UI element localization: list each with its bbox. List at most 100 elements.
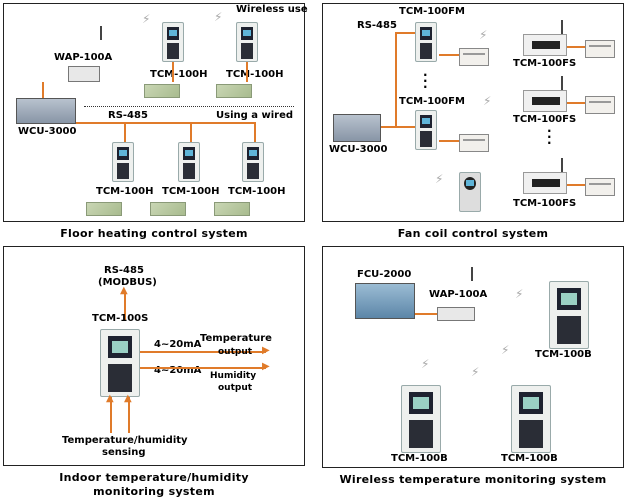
thermostat-icon <box>549 281 589 349</box>
output-label: Temperature <box>200 333 272 344</box>
wireless-signal-icon: ⚡ <box>515 287 524 301</box>
tcm-label: TCM-100H <box>150 69 208 80</box>
connector-line <box>246 62 248 82</box>
thermostat-icon <box>242 142 264 182</box>
arrow-right-icon: ▶ <box>262 361 270 372</box>
rs485-label: RS-485 <box>104 265 144 276</box>
output-label: output <box>218 347 253 357</box>
arrow-up-icon: ▲ <box>106 393 114 404</box>
wcu-label: WCU-3000 <box>18 126 77 137</box>
thermostat-icon <box>162 22 184 62</box>
connector-line <box>439 54 459 56</box>
indoor-monitoring-panel: RS-485 (MODBUS) ▲ TCM-100S 4~20mA ▶ Temp… <box>3 246 305 466</box>
connector-line <box>567 102 585 104</box>
tcm-fs-label: TCM-100FS <box>513 58 577 69</box>
current-label: 4~20mA <box>154 365 202 376</box>
wap-label: WAP-100A <box>429 289 488 300</box>
floor-heating-pad <box>150 202 186 216</box>
connector-line <box>172 62 174 82</box>
indoor-caption-line1: Indoor temperature/humidity <box>59 471 249 484</box>
wired-label: Using a wired <box>216 110 294 121</box>
tcm-label: TCM-100S <box>92 313 149 324</box>
tcm-fm-label: TCM-100FM <box>399 96 465 107</box>
floor-heating-pad <box>216 84 252 98</box>
ellipsis-dots: ··· <box>547 124 552 150</box>
floor-heating-pad <box>86 202 122 216</box>
sensing-label: sensing <box>102 447 146 458</box>
fcu-controller <box>355 283 415 319</box>
rs485-bus <box>76 122 256 124</box>
connector-line <box>42 82 44 98</box>
wireless-wired-divider <box>84 106 294 107</box>
antenna-icon <box>100 26 110 40</box>
connector-line <box>124 122 126 142</box>
modbus-label: (MODBUS) <box>98 277 157 288</box>
rs485-label: RS-485 <box>108 110 148 121</box>
wireless-signal-icon: ⚡ <box>214 10 223 24</box>
rs485-output-line <box>124 291 126 321</box>
humidity-output-line <box>140 367 266 369</box>
ellipsis-dots: ··· <box>423 68 428 94</box>
tcm-label: TCM-100B <box>501 453 558 464</box>
tcm-label: TCM-100H <box>96 186 154 197</box>
sensing-line <box>110 397 112 433</box>
fan-coil-panel: TCM-100FM RS-485 ··· TCM-100FM WCU-3000 … <box>322 3 624 222</box>
thermostat-icon <box>178 142 200 182</box>
tcm-label: TCM-100H <box>162 186 220 197</box>
wireless-temp-panel: FCU-2000 WAP-100A ⚡ ⚡ ⚡ ⚡ TCM-100B TCM-1… <box>322 246 624 468</box>
connector-line <box>415 313 437 315</box>
wireless-signal-icon: ⚡ <box>142 12 151 26</box>
floor-heating-panel: Wireless use ⚡ ⚡ WAP-100A TCM-100H TCM-1… <box>3 3 308 222</box>
sensing-label: Temperature/humidity <box>62 435 188 446</box>
connector-line <box>567 184 585 186</box>
connector-line <box>395 126 415 128</box>
fan-coil-fs-unit <box>523 172 567 194</box>
indoor-caption-line2: monitoring system <box>93 485 215 498</box>
thermostat-icon <box>511 385 551 453</box>
thermostat-icon <box>401 385 441 453</box>
wap-label: WAP-100A <box>54 52 113 63</box>
wap-device <box>68 66 100 82</box>
wireless-sensor-icon <box>459 172 481 212</box>
tcm-label: TCM-100H <box>226 69 284 80</box>
arrow-up-icon: ▲ <box>120 285 128 296</box>
temperature-output-line <box>140 351 266 353</box>
rs485-label: RS-485 <box>357 20 397 31</box>
wireless-signal-icon: ⚡ <box>483 94 492 108</box>
thermostat-icon <box>415 110 437 150</box>
tcm-fm-label: TCM-100FM <box>399 6 465 17</box>
antenna-icon <box>561 76 571 90</box>
connector-line <box>190 122 192 142</box>
antenna-icon <box>561 20 571 34</box>
thermostat-icon <box>415 22 437 62</box>
floor-heating-pad <box>214 202 250 216</box>
wireless-signal-icon: ⚡ <box>471 365 480 379</box>
wireless-use-label: Wireless use <box>236 4 308 15</box>
connector-line <box>379 126 395 128</box>
wireless-signal-icon: ⚡ <box>501 343 510 357</box>
fan-coil-fs-unit <box>523 34 567 56</box>
current-label: 4~20mA <box>154 339 202 350</box>
tcm-label: TCM-100H <box>228 186 286 197</box>
arrow-right-icon: ▶ <box>262 345 270 356</box>
output-label: Humidity <box>210 371 257 381</box>
thermostat-icon <box>112 142 134 182</box>
tcm-label: TCM-100B <box>535 349 592 360</box>
wap-device <box>437 307 475 321</box>
sensing-line <box>128 397 130 433</box>
tcm-label: TCM-100B <box>391 453 448 464</box>
floor-heating-caption: Floor heating control system <box>60 227 248 240</box>
fan-coil-unit <box>585 40 615 58</box>
connector-line <box>395 32 415 34</box>
antenna-icon <box>471 267 481 281</box>
wcu-controller <box>333 114 381 142</box>
rs485-bus <box>395 32 397 128</box>
connector-line <box>439 140 459 142</box>
tcm-fs-label: TCM-100FS <box>513 198 577 209</box>
fan-coil-unit <box>459 134 489 152</box>
wcu-controller <box>16 98 76 124</box>
fan-coil-unit <box>585 96 615 114</box>
wireless-signal-icon: ⚡ <box>479 28 488 42</box>
fan-coil-caption: Fan coil control system <box>397 227 549 240</box>
